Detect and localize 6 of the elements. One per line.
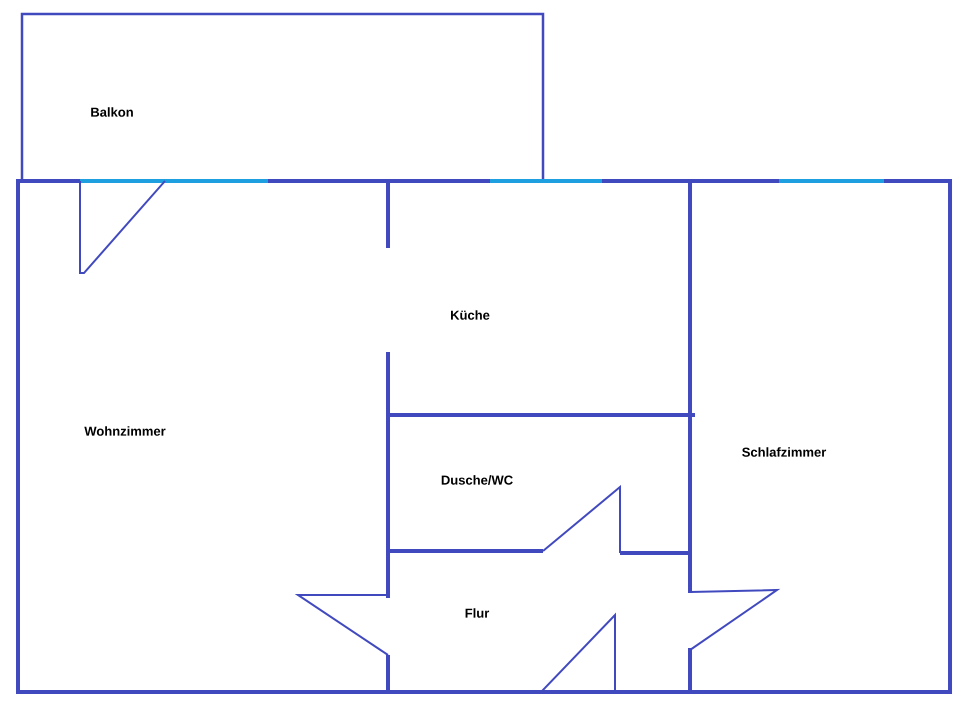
room-label: Schlafzimmer <box>742 447 826 457</box>
room-label: Dusche/WC <box>442 475 513 485</box>
room-label: Wohnzimmer <box>84 426 166 436</box>
room-label: Balkon <box>91 107 133 117</box>
room-label: Flur <box>466 608 490 618</box>
room-label: Küche <box>451 310 490 320</box>
